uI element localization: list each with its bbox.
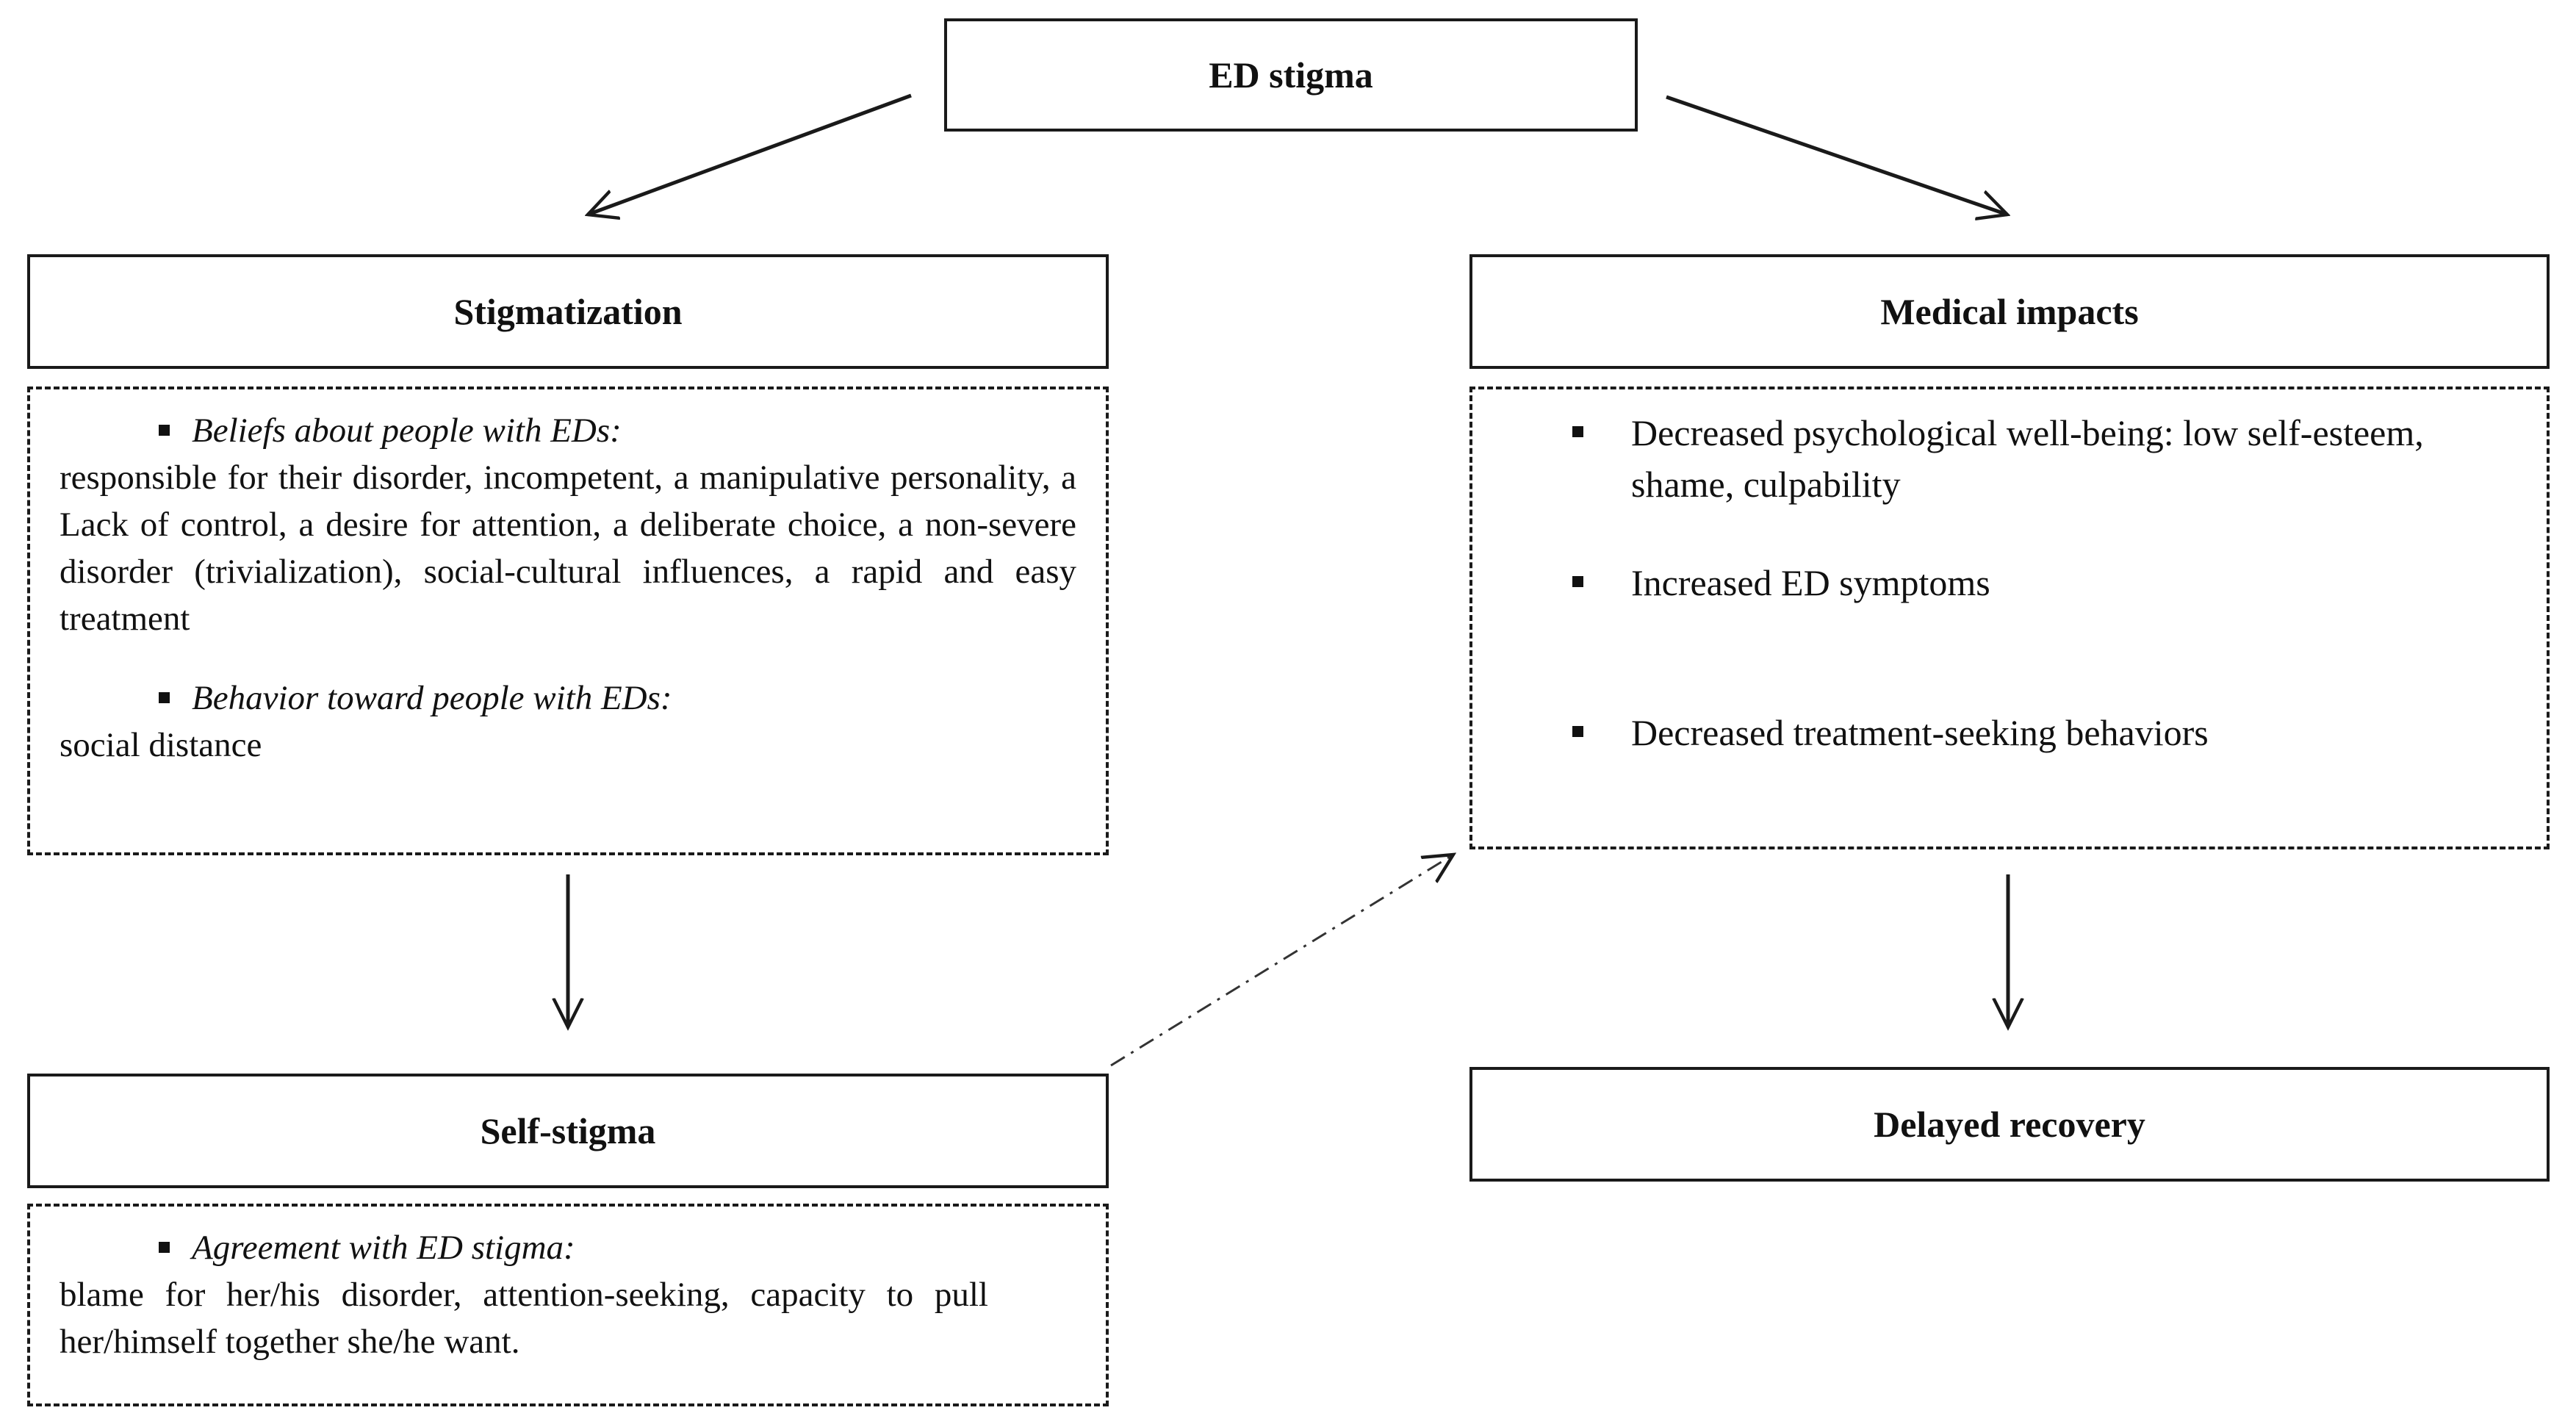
stigmatization-box: Stigmatization [27,254,1109,369]
beliefs-text: responsible for their disorder, incompet… [60,459,1076,638]
medical-item-text: Decreased treatment-seeking behaviors [1631,712,2209,753]
arrow-top-to-stigmatization [588,93,912,215]
ed-stigma-box: ED stigma [944,18,1638,132]
agreement-heading-row: Agreement with ED stigma: [60,1224,1076,1271]
self-stigma-label: Self-stigma [480,1110,656,1151]
self-stigma-box: Self-stigma [27,1074,1109,1188]
bullet-icon [159,425,170,436]
medical-item-2: Increased ED symptoms [1472,557,2480,608]
agreement-text: blame for her/his disorder, attention-se… [60,1276,988,1361]
medical-detail-box: Decreased psychological well-being: low … [1469,387,2550,849]
bullet-icon [159,1242,170,1253]
medical-item-1: Decreased psychological well-being: low … [1472,407,2480,510]
behavior-heading-row: Behavior toward people with EDs: [60,675,1076,722]
bullet-icon [1572,576,1583,587]
stigmatization-label: Stigmatization [453,291,683,332]
beliefs-heading-row: Beliefs about people with EDs: [60,407,1076,454]
medical-item-text: Increased ED symptoms [1631,562,1990,603]
behavior-heading: Behavior toward people with EDs: [192,679,672,717]
behavior-text: social distance [60,726,262,764]
bullet-icon [159,692,170,703]
delayed-recovery-box: Delayed recovery [1469,1067,2550,1182]
arrow-top-to-medical [1666,95,2007,215]
bullet-icon [1572,726,1583,737]
medical-item-3: Decreased treatment-seeking behaviors [1472,707,2480,758]
bullet-icon [1572,426,1583,437]
self-stigma-detail-box: Agreement with ED stigma: blame for her/… [27,1204,1109,1406]
medical-impacts-label: Medical impacts [1880,291,2139,332]
beliefs-heading: Beliefs about people with EDs: [192,411,622,450]
ed-stigma-label: ED stigma [1209,54,1373,96]
agreement-heading: Agreement with ED stigma: [192,1229,575,1267]
dashed-arrow-self-stigma-to-medical [1110,855,1453,1067]
medical-item-text: Decreased psychological well-being: low … [1631,412,2424,505]
stigmatization-detail-box: Beliefs about people with EDs: responsib… [27,387,1109,855]
delayed-recovery-label: Delayed recovery [1874,1104,2145,1145]
medical-impacts-box: Medical impacts [1469,254,2550,369]
